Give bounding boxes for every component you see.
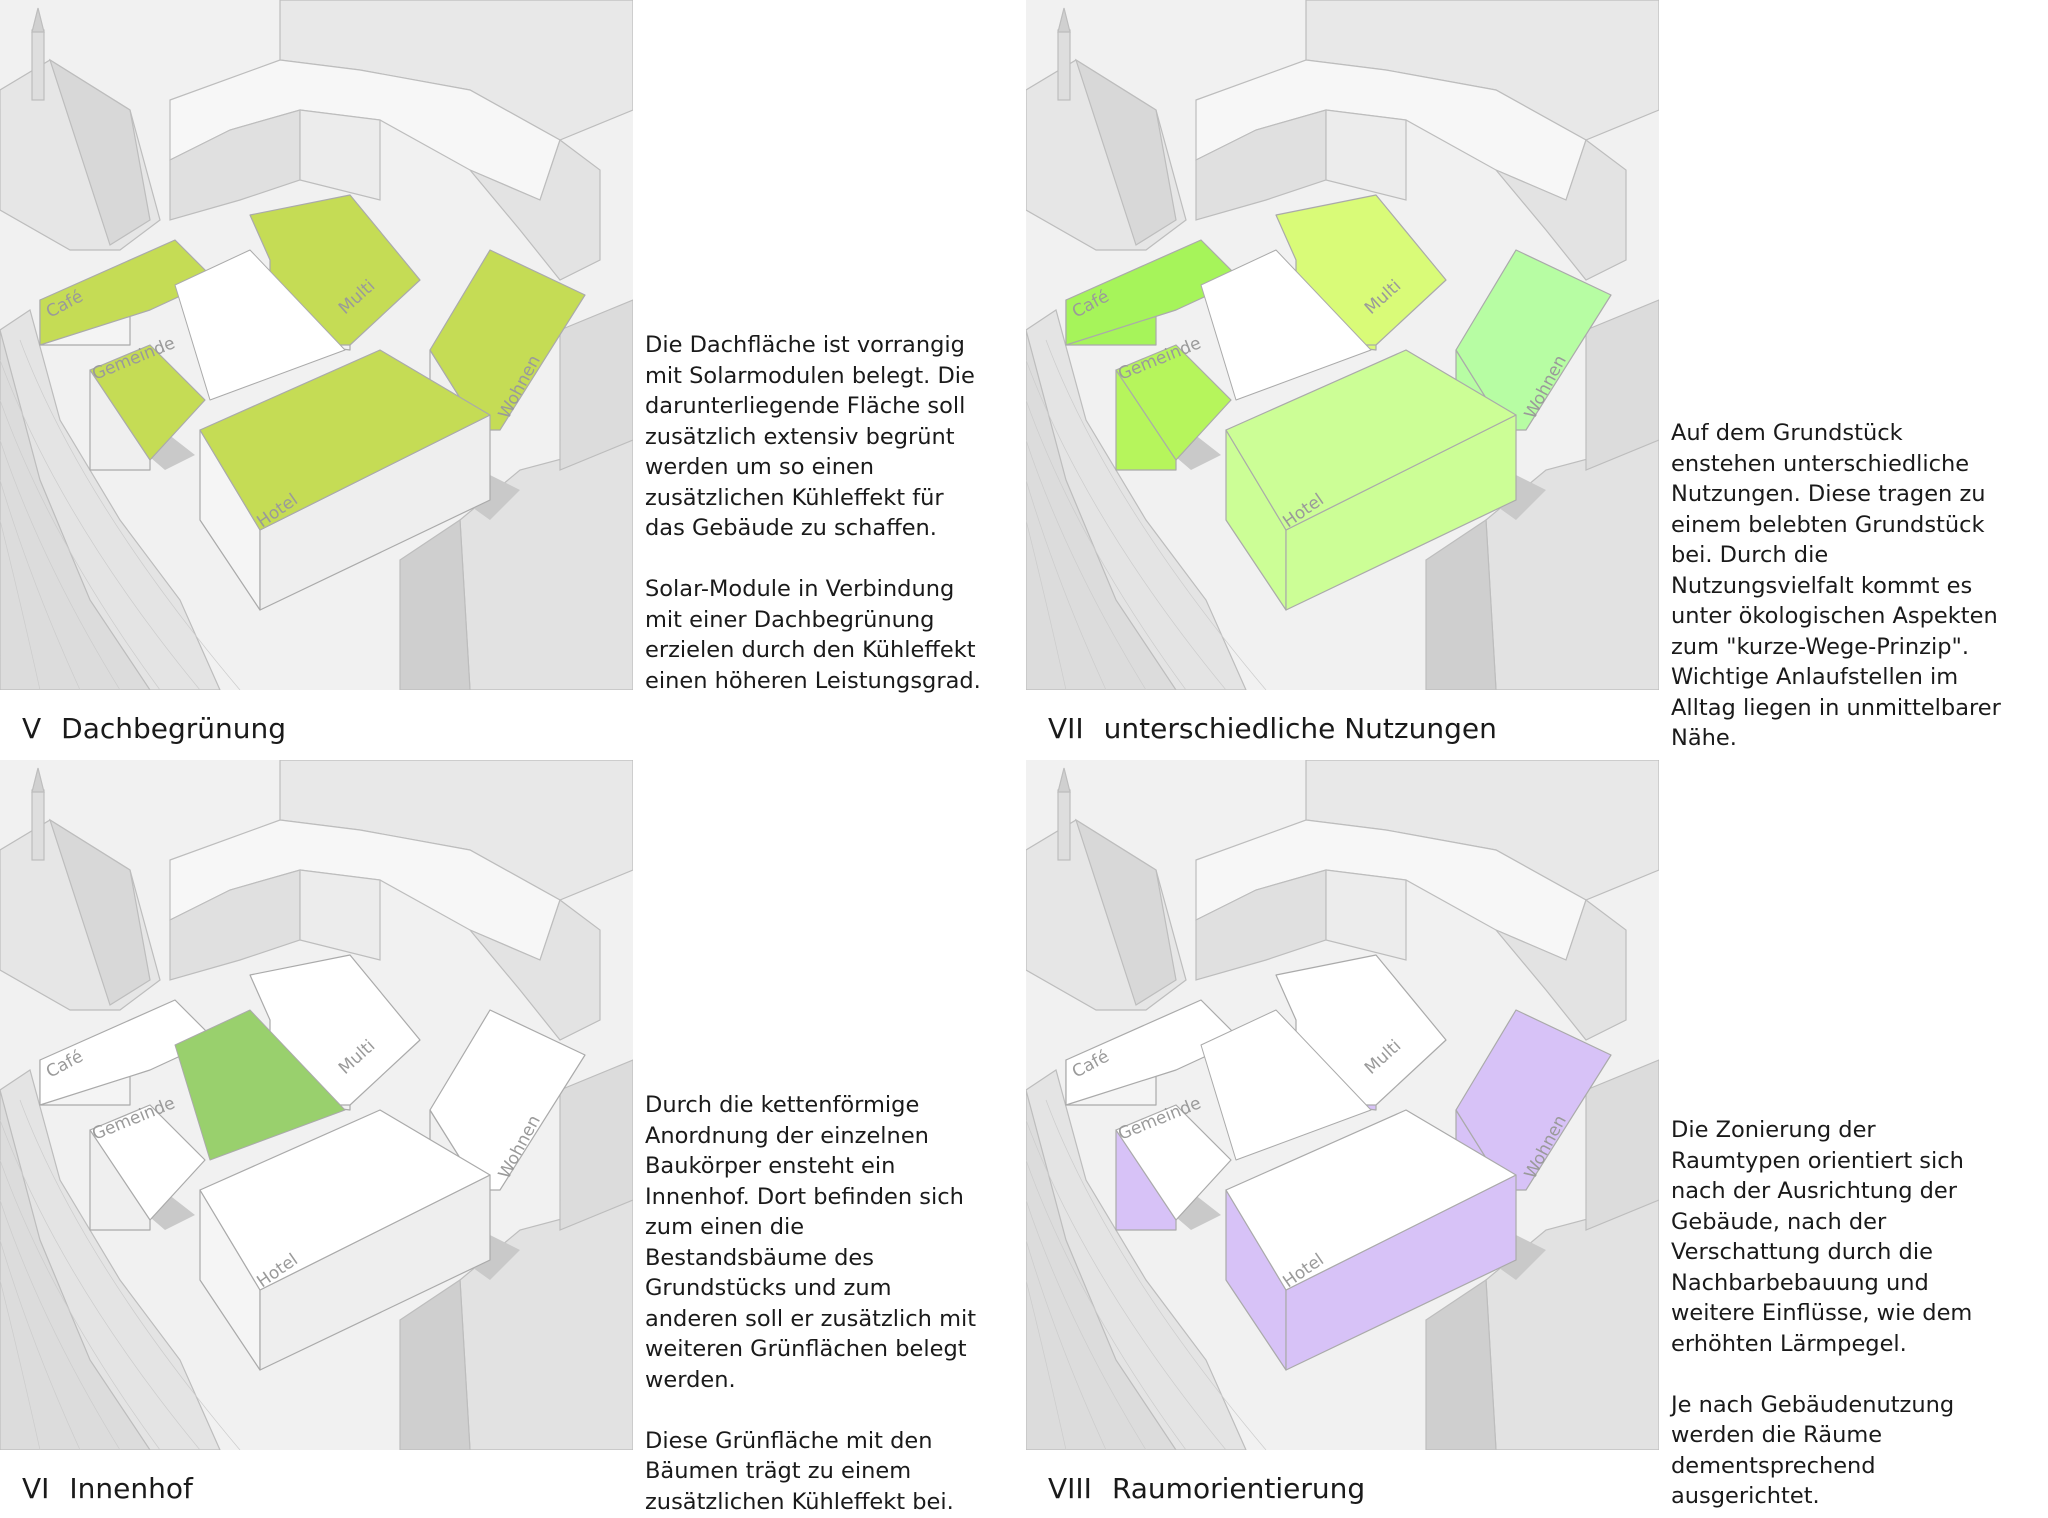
mesh-lines — [0, 1099, 241, 1450]
caption-number: VI — [22, 1472, 50, 1505]
description-innenhof: Durch die kettenförmige Anordnung der ei… — [645, 1092, 977, 1515]
axonometric-model: Café Gemeinde Multi Wohnen Hotel — [0, 760, 633, 1450]
caption-title: Dachbegrünung — [61, 712, 287, 745]
new-buildings — [39, 954, 586, 1371]
caption-title: unterschiedliche Nutzungen — [1103, 712, 1497, 745]
axonometric-model: Café Gemeinde Multi Wohnen Hotel — [0, 0, 633, 690]
caption-number: VII — [1048, 712, 1084, 745]
description-dachbegruenung: Die Dachfläche ist vorrangig mit Solarmo… — [645, 332, 981, 694]
illustration-nutzungen: Café Gemeinde Multi Wohnen Hotel — [1026, 0, 1659, 690]
caption-number: VIII — [1048, 1472, 1092, 1505]
axonometric-model: Café Gemeinde Multi Wohnen Hotel — [1026, 760, 1659, 1450]
panel-innenhof: Café Gemeinde Multi Wohnen Hotel Durch d… — [0, 760, 1000, 1518]
panel-raumorientierung: Café Gemeinde Multi Wohnen Hotel Die Zon… — [1026, 760, 2026, 1518]
illustration-innenhof: Café Gemeinde Multi Wohnen Hotel — [0, 760, 633, 1450]
mesh-lines — [0, 339, 241, 690]
panel-nutzungen: Café Gemeinde Multi Wohnen Hotel Auf dem… — [1026, 0, 2026, 760]
new-buildings — [1065, 194, 1612, 611]
mesh-lines — [1026, 1099, 1267, 1450]
illustration-raumorientierung: Café Gemeinde Multi Wohnen Hotel — [1026, 760, 1659, 1450]
illustration-dachbegruenung: Café Gemeinde Multi Wohnen Hotel — [0, 0, 633, 690]
panel-dachbegruenung: Café Gemeinde Multi Wohnen Hotel Die Dac… — [0, 0, 1000, 760]
new-buildings — [1065, 954, 1612, 1371]
description-nutzungen: Auf dem Grundstück enstehen unterschiedl… — [1671, 420, 2001, 751]
caption-dachbegruenung: V Dachbegrünung — [22, 712, 286, 745]
caption-title: Raumorientierung — [1111, 1472, 1366, 1505]
description-raumorientierung: Die Zonierung der Raumtypen orientiert s… — [1671, 1117, 1973, 1509]
caption-raumorientierung: VIII Raumorientierung — [1048, 1472, 1365, 1505]
caption-number: V — [22, 712, 42, 745]
axonometric-model: Café Gemeinde Multi Wohnen Hotel — [1026, 0, 1659, 690]
caption-nutzungen: VII unterschiedliche Nutzungen — [1048, 712, 1497, 745]
mesh-lines — [1026, 339, 1267, 690]
new-buildings — [39, 194, 586, 611]
caption-title: Innenhof — [69, 1472, 193, 1505]
caption-innenhof: VI Innenhof — [22, 1472, 193, 1505]
